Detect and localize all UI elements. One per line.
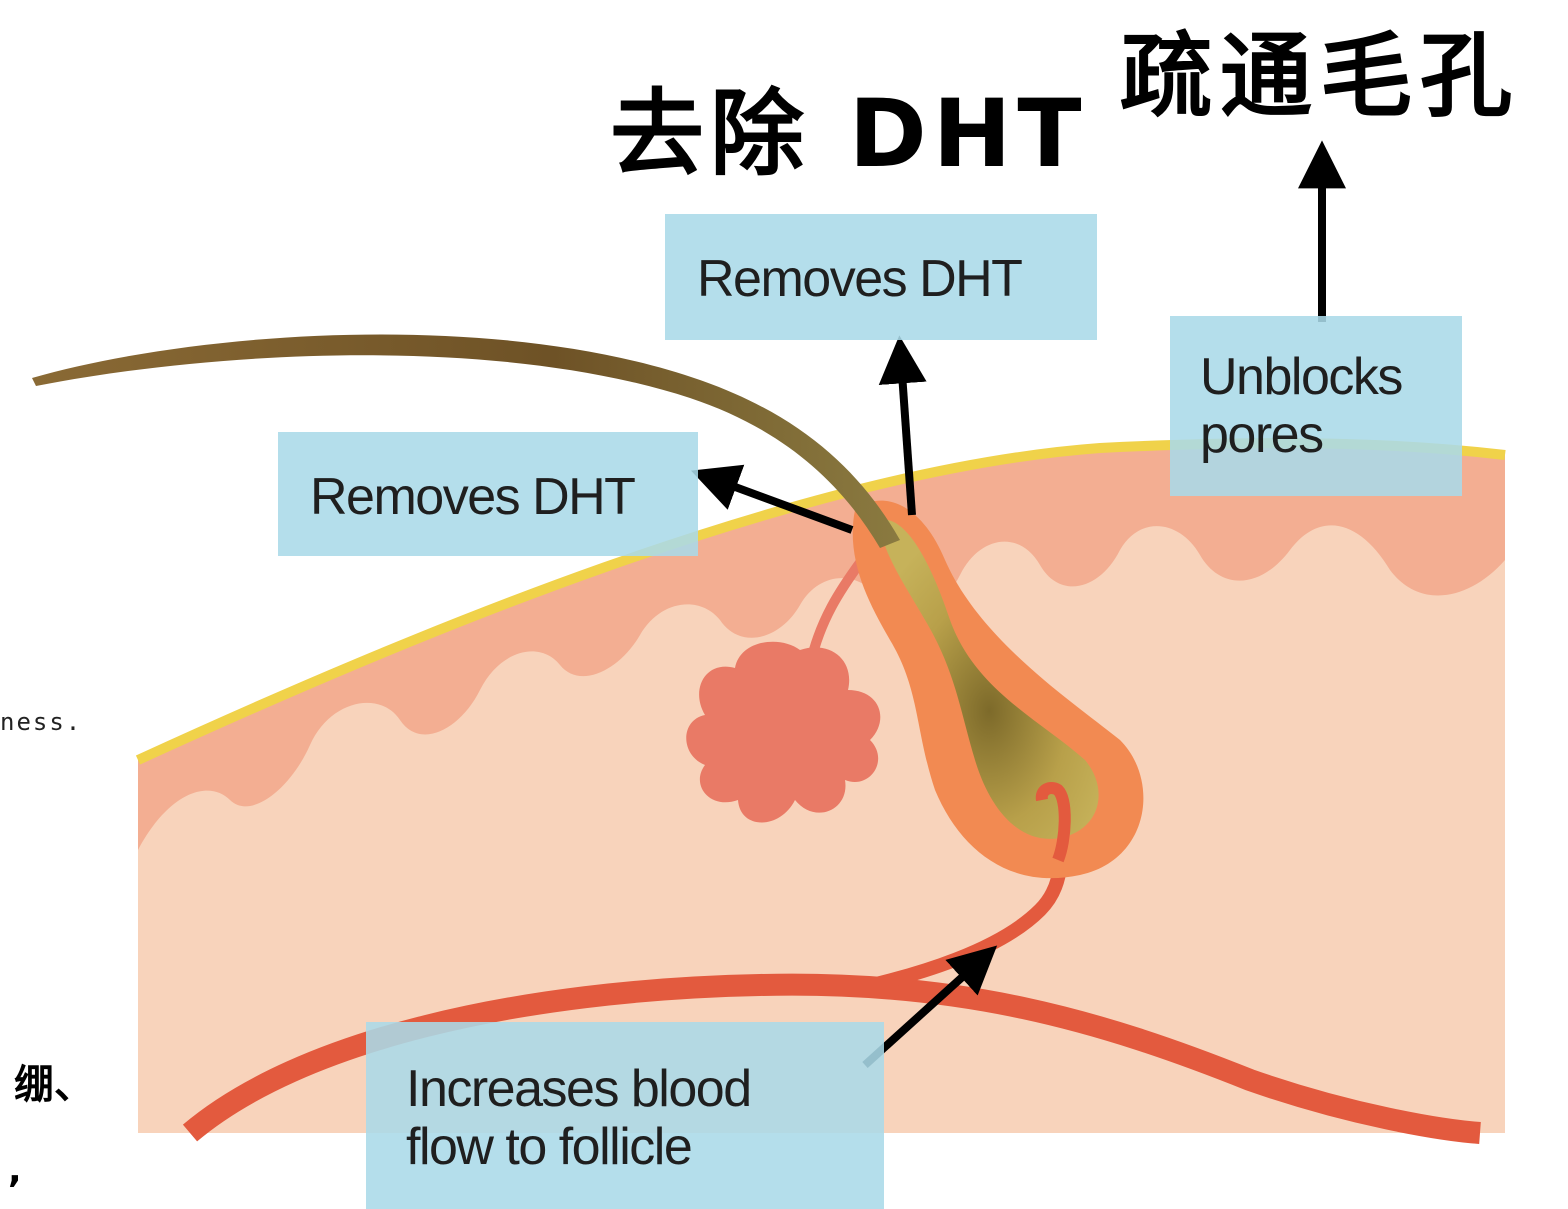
label-removes-dht-left: Removes DHT [278,432,698,556]
label-line-2: pores [1200,406,1462,464]
label-unblocks-pores: Unblocks pores [1170,316,1462,496]
label-line-1: Increases blood [406,1060,884,1118]
side-text-ness: ness. [0,708,82,736]
label-increases-blood-flow: Increases blood flow to follicle [366,1022,884,1209]
label-text: Removes DHT [697,250,1097,308]
label-text: Removes DHT [310,468,698,526]
label-removes-dht-top: Removes DHT [665,214,1097,340]
title-unblock-pores: 疏通毛孔 [1120,2,1520,135]
label-line-2: flow to follicle [406,1118,884,1176]
title-remove-dht: 去除 DHT [610,58,1088,194]
side-text-zh: 绷、 [14,1052,94,1110]
label-line-1: Unblocks [1200,348,1462,406]
side-text-comma: , [8,1150,22,1191]
